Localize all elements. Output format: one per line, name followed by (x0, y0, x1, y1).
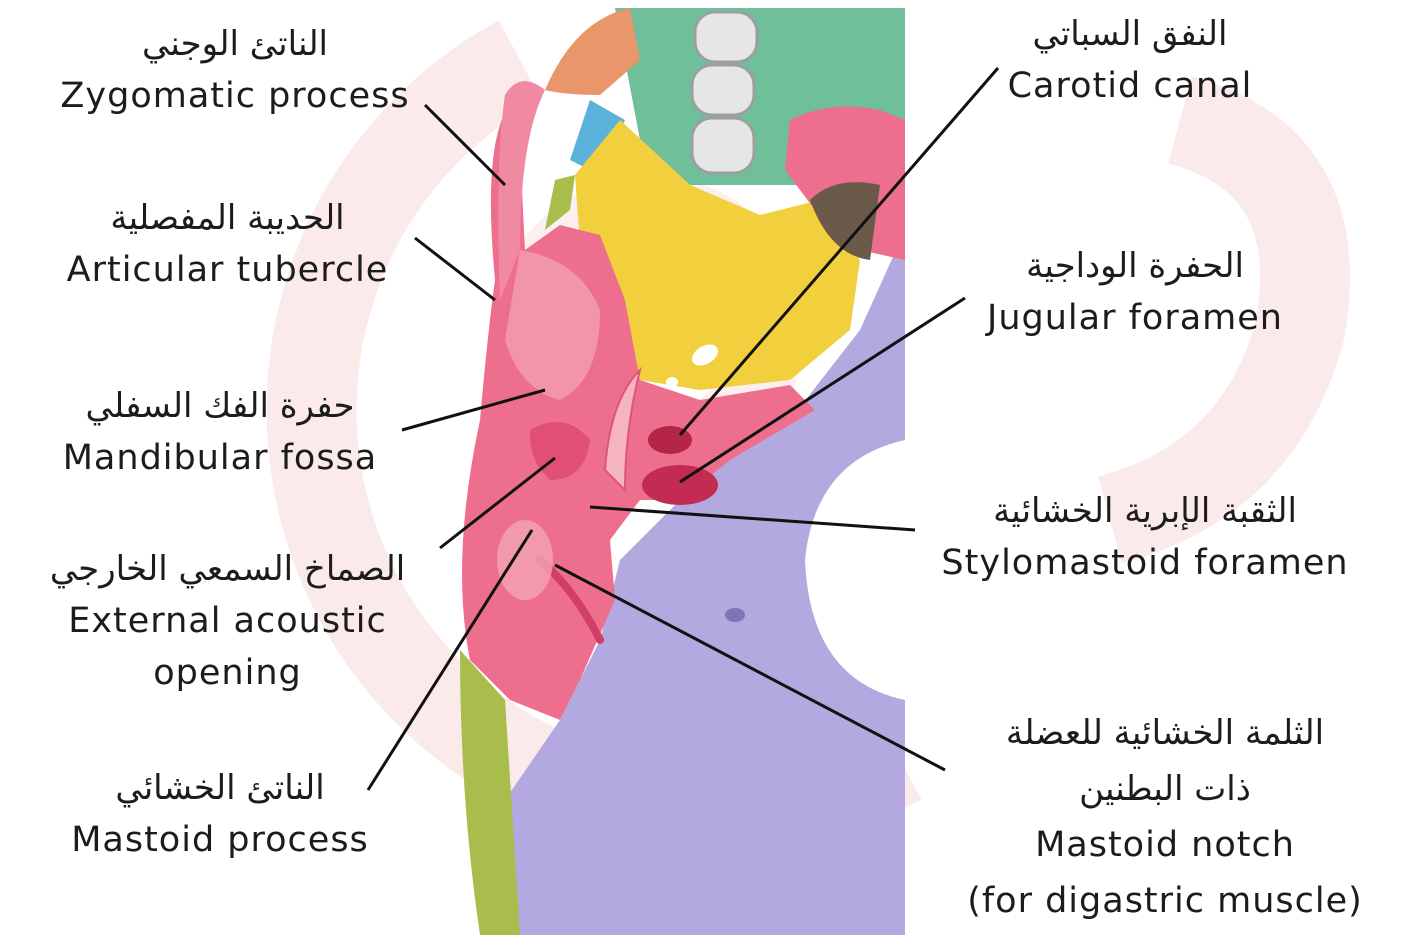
greater-wing-green (545, 175, 575, 230)
label-external-acoustic-en1: External acoustic (5, 595, 450, 647)
label-jugular-foramen-ar: الحفرة الوداجية (965, 240, 1305, 292)
label-mastoid-notch-en1: Mastoid notch (935, 817, 1395, 873)
label-external-acoustic-ar: الصماخ السمعي الخارجي (5, 543, 450, 595)
jugular-foramen-hole (642, 465, 718, 505)
label-external-acoustic-en2: opening (5, 647, 450, 699)
label-mastoid-notch-ar1: الثلمة الخشائية للعضلة (935, 705, 1395, 761)
label-mastoid-process: الناتئ الخشائي Mastoid process (40, 762, 400, 866)
label-zygomatic-process-ar: الناتئ الوجني (40, 18, 430, 70)
label-mastoid-notch: الثلمة الخشائية للعضلة ذات البطنين Masto… (935, 705, 1395, 929)
foramen-spinosum (666, 377, 678, 387)
label-mandibular-fossa: حفرة الفك السفلي Mandibular fossa (40, 380, 400, 484)
label-zygomatic-process: الناتئ الوجني Zygomatic process (40, 18, 430, 122)
label-carotid-canal: النفق السباتي Carotid canal (985, 8, 1275, 112)
label-carotid-canal-ar: النفق السباتي (985, 8, 1275, 60)
label-articular-tubercle-ar: الحديبة المفصلية (40, 192, 415, 244)
label-external-acoustic-opening: الصماخ السمعي الخارجي External acoustic … (5, 543, 450, 699)
label-jugular-foramen: الحفرة الوداجية Jugular foramen (965, 240, 1305, 344)
label-stylomastoid-foramen-en: Stylomastoid foramen (920, 537, 1370, 589)
zygomatic-bone (545, 8, 640, 95)
carotid-canal-hole (648, 426, 692, 454)
label-mastoid-process-en: Mastoid process (40, 814, 400, 866)
molar-teeth (692, 12, 757, 173)
label-mastoid-process-ar: الناتئ الخشائي (40, 762, 400, 814)
label-stylomastoid-foramen: الثقبة الإبرية الخشائية Stylomastoid for… (920, 485, 1370, 589)
label-mastoid-notch-ar2: ذات البطنين (935, 761, 1395, 817)
label-mandibular-fossa-ar: حفرة الفك السفلي (40, 380, 400, 432)
condylar-canal (725, 608, 745, 622)
label-carotid-canal-en: Carotid canal (985, 60, 1275, 112)
label-articular-tubercle-en: Articular tubercle (40, 244, 415, 296)
label-zygomatic-process-en: Zygomatic process (40, 70, 430, 122)
label-articular-tubercle: الحديبة المفصلية Articular tubercle (40, 192, 415, 296)
label-stylomastoid-foramen-ar: الثقبة الإبرية الخشائية (920, 485, 1370, 537)
label-jugular-foramen-en: Jugular foramen (965, 292, 1305, 344)
mastoid-process-shape (497, 520, 553, 600)
label-mastoid-notch-en2: (for digastric muscle) (935, 873, 1395, 929)
label-mandibular-fossa-en: Mandibular fossa (40, 432, 400, 484)
